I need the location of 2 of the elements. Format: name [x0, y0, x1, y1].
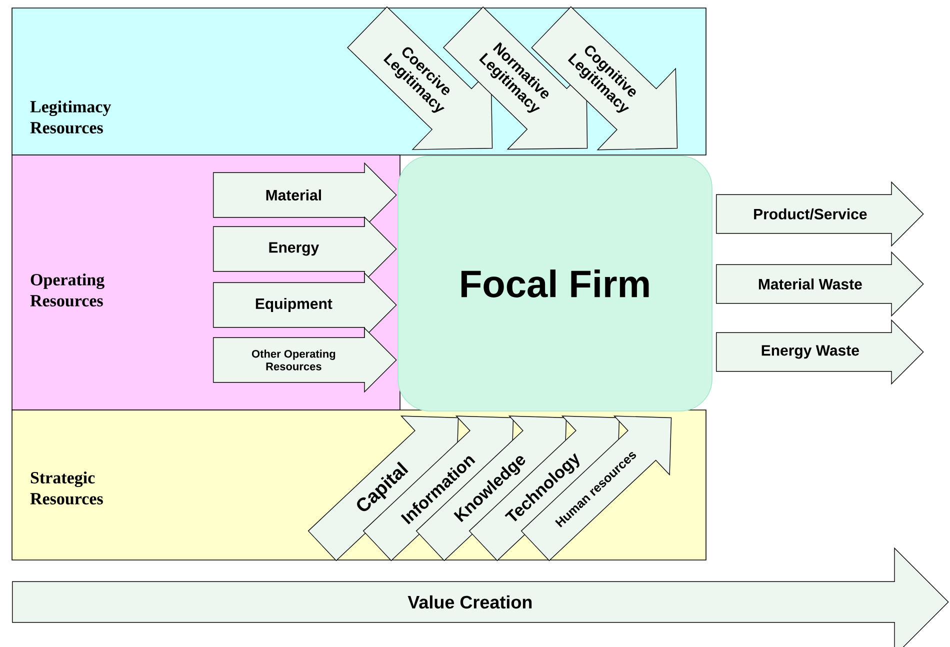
focal-firm-box: Focal Firm — [398, 156, 712, 412]
pointer-box: Value Creation — [12, 547, 949, 647]
